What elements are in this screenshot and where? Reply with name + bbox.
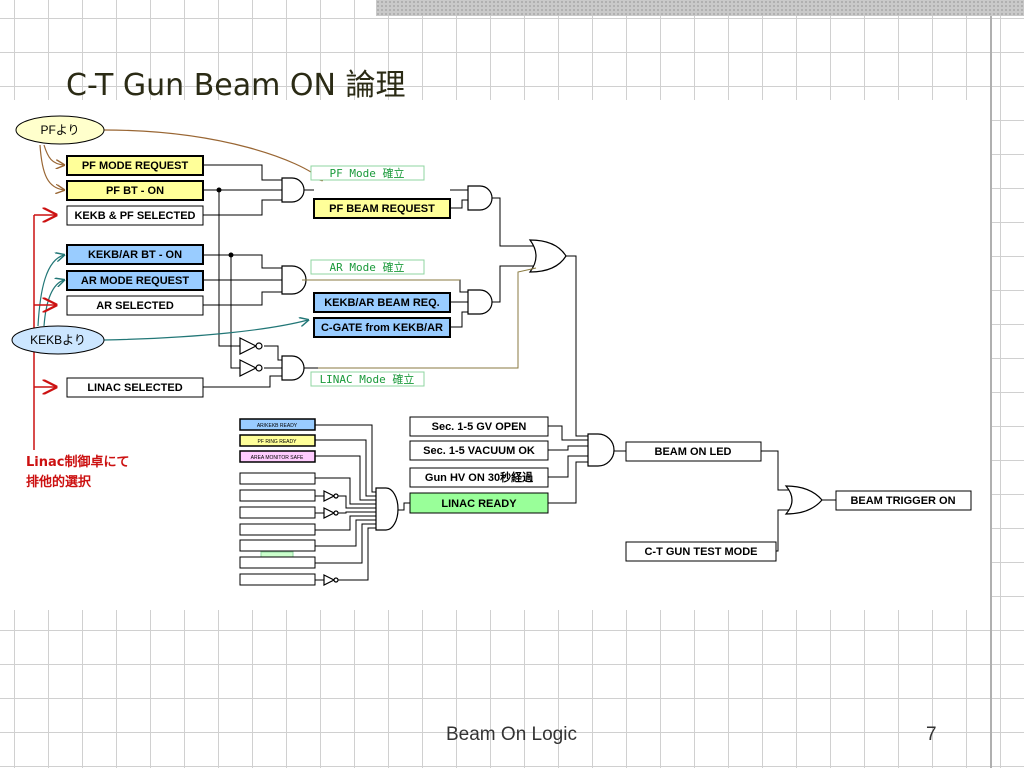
area-monitor-safe-box — [239, 450, 316, 463]
and-gate-linac — [281, 355, 305, 381]
ready-input-blank — [239, 556, 316, 569]
and-gate-pf-request — [467, 185, 493, 211]
inverter-4 — [323, 507, 336, 519]
slide-title: C-T Gun Beam ON 論理 — [66, 68, 406, 103]
pf-bt-on-box — [66, 180, 204, 201]
ar-selected-box — [66, 295, 204, 316]
and-gate-linac-ready — [375, 487, 399, 531]
or-gate-mode — [528, 239, 567, 273]
and-gate-pf — [281, 177, 305, 203]
kekb-ar-beam-req-label: KEKB/AR BEAM REQ. — [324, 297, 440, 309]
beam-trigger-on-label: BEAM TRIGGER ON — [850, 495, 955, 507]
ct-gun-test-mode-box — [625, 541, 777, 562]
annotation-line-1: Linac制御卓にて — [26, 454, 129, 470]
ar-mode-status-label: AR Mode 確立 — [330, 260, 405, 274]
linac-selected-label: LINAC SELECTED — [87, 382, 182, 394]
area-monitor-safe-label: AREA MONITOR SAFE — [251, 455, 304, 461]
gv-open-label: Sec. 1-5 GV OPEN — [432, 421, 527, 433]
linac-mode-status-box — [310, 371, 425, 387]
ready-input-blank — [239, 523, 316, 536]
c-gate-box — [313, 317, 451, 338]
gates — [239, 177, 823, 586]
ar-selected-label: AR SELECTED — [96, 300, 174, 312]
or-gate-trigger — [784, 485, 823, 515]
page-number: 7 — [926, 724, 937, 745]
ready-input-blank — [239, 506, 316, 519]
pf-mode-request-box — [66, 155, 204, 176]
pf-mode-request-label: PF MODE REQUEST — [82, 160, 189, 172]
gun-hv-box — [409, 467, 549, 488]
and-gate-ar — [281, 265, 307, 295]
junction-dot — [216, 187, 222, 193]
pf-beam-request-label: PF BEAM REQUEST — [329, 203, 435, 215]
c-gate-label: C-GATE from KEKB/AR — [321, 322, 443, 334]
ar-kekb-ready-box — [239, 418, 316, 431]
pf-ring-ready-box — [239, 434, 316, 447]
gun-hv-label: Gun HV ON 30秒経過 — [425, 470, 534, 484]
right-margin-line — [990, 16, 992, 768]
top-decorative-band — [376, 0, 1024, 16]
inverter-bubble — [255, 342, 263, 350]
inverter-1 — [239, 337, 258, 355]
ar-mode-status-box — [310, 259, 425, 275]
vacuum-ok-box — [409, 440, 549, 461]
ready-input-blank — [239, 573, 316, 586]
inverter-bubble — [333, 493, 339, 499]
linac-ready-label: LINAC READY — [441, 498, 517, 510]
linac-ready-box — [409, 492, 549, 514]
pf-beam-request-box — [313, 198, 451, 219]
pf-source-label: PFより — [40, 123, 79, 137]
beam-on-led-label: BEAM ON LED — [655, 446, 732, 458]
gv-open-box — [409, 416, 549, 437]
inverter-2 — [239, 359, 258, 377]
inverter-bubble — [333, 577, 339, 583]
pf-bt-on-label: PF BT - ON — [106, 185, 164, 197]
kekb-source-label: KEKBより — [30, 333, 86, 347]
kekb-pf-selected-label: KEKB & PF SELECTED — [74, 210, 195, 222]
inverter-bubble — [255, 364, 263, 372]
ready-input-blank — [239, 539, 316, 552]
linac-mode-status-label: LINAC Mode 確立 — [320, 372, 415, 386]
vacuum-ok-label: Sec. 1-5 VACUUM OK — [423, 445, 535, 457]
ct-gun-test-mode-label: C-T GUN TEST MODE — [644, 546, 757, 558]
pf-source-bubble — [15, 115, 105, 145]
beam-trigger-on-box — [835, 490, 972, 511]
pf-mode-status-box — [310, 165, 425, 181]
inverter-bubble — [333, 510, 339, 516]
kekb-ar-bt-on-label: KEKB/AR BT - ON — [88, 249, 182, 261]
beam-on-led-box — [625, 441, 762, 462]
and-gate-ar-request — [467, 289, 493, 315]
ready-input-blank — [239, 489, 316, 502]
pf-mode-status-label: PF Mode 確立 — [330, 166, 405, 180]
kekb-ar-beam-req-box — [313, 292, 451, 313]
linac-selected-box — [66, 377, 204, 398]
junction-dot — [228, 252, 234, 258]
pf-ring-ready-label: PF RING READY — [258, 439, 298, 445]
kekb-ar-bt-on-box — [66, 244, 204, 265]
kekb-source-bubble — [11, 325, 105, 355]
annotation-line-2: 排他的選択 — [26, 474, 92, 490]
kekb-pf-selected-box — [66, 205, 204, 226]
ready-input-blank — [239, 472, 316, 485]
inverter-5 — [323, 574, 336, 586]
inverter-3 — [323, 490, 336, 502]
ar-mode-request-box — [66, 270, 204, 291]
wires — [203, 164, 848, 581]
slide-footer: Beam On Logic — [446, 724, 577, 745]
ar-kekb-ready-label: AR/KEKB READY — [257, 423, 298, 429]
and-gate-beam-on — [587, 433, 615, 467]
ar-mode-request-label: AR MODE REQUEST — [81, 275, 189, 287]
